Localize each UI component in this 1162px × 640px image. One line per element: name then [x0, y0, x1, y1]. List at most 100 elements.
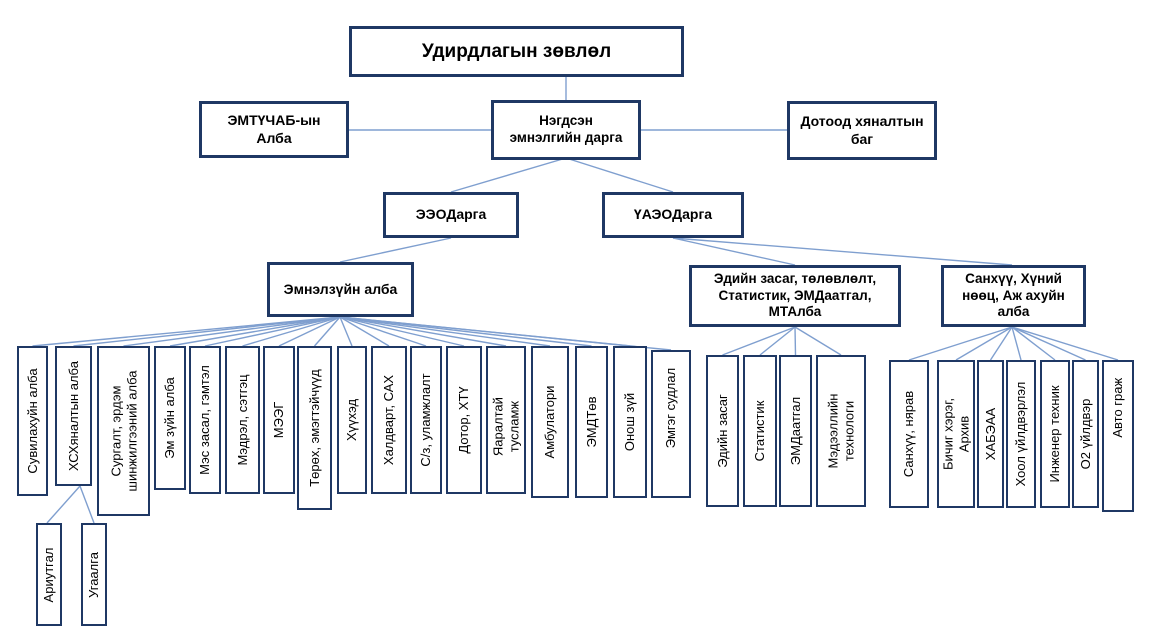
finance-unit: Инженер техник — [1040, 360, 1070, 508]
finance-unit: Авто граж — [1102, 360, 1134, 512]
connector-line — [339, 316, 390, 347]
clinical-unit-label: ЭМДТөв — [583, 396, 599, 448]
clinical-unit-label: Амбулатори — [542, 385, 558, 459]
clinical-unit: МЭЭГ — [263, 346, 295, 494]
council-title: Удирдлагын зөвлөл — [421, 40, 612, 62]
clinical-unit: Халдварт, САХ — [371, 346, 407, 494]
connector-line — [1011, 326, 1056, 361]
council-box: Удирдлагын зөвлөл — [349, 26, 684, 77]
connector-line — [989, 326, 1013, 361]
finance-unit-label: ХАБЭАА — [982, 407, 998, 461]
finance-unit-label: Бичиг хэрэг, Архив — [940, 398, 971, 470]
finance-unit-label: О2 үйлдвэр — [1077, 398, 1093, 470]
connector-line — [722, 326, 796, 356]
clinical-unit-label: Мэдрэл, сэтгэц — [234, 374, 250, 466]
emtuchab-office-label: ЭМТҮЧАБ-ын Алба — [227, 112, 321, 146]
connector-line — [313, 316, 341, 347]
clinical-unit-label: Яаралтай тусламж — [490, 397, 521, 457]
connector-line — [169, 316, 341, 347]
finance-unit-label: Санхүү, нярав — [901, 390, 917, 478]
clinical-unit-label: Онош зүй — [622, 392, 638, 452]
economics-unit-label: Эдийн засаг — [714, 394, 730, 468]
control-subunit-label: Угаалга — [86, 551, 102, 598]
clinical-unit: Мэс засал, гэмтэл — [189, 346, 221, 494]
economics-unit: Мэдээллийн технологи — [816, 355, 866, 507]
clinical-unit-label: Сургалт, эрдэм шинжилгээний алба — [107, 370, 139, 492]
economics-unit-label: ЭМДаатгал — [787, 396, 803, 466]
clinical-unit-label: Халдварт, САХ — [381, 374, 397, 466]
finance-unit-label: Авто граж — [1110, 377, 1126, 438]
economics-unit: Статистик — [743, 355, 777, 507]
economics-unit-label: Статистик — [752, 400, 768, 462]
economics-department-box: Эдийн засаг, төлөвлөлт, Статистик, ЭМДаа… — [689, 265, 901, 327]
connector-line — [339, 316, 465, 347]
internal-control-box: Дотоод хяналтын баг — [787, 101, 937, 160]
connector-line — [123, 316, 341, 347]
finance-unit: ХАБЭАА — [977, 360, 1004, 508]
clinical-unit: Эмгэг судлал — [651, 350, 691, 498]
economics-unit: Эдийн засаг — [706, 355, 739, 507]
connector-line — [339, 316, 507, 347]
connector-line — [339, 316, 353, 347]
connector-line — [278, 316, 341, 347]
connector-line — [1011, 326, 1086, 361]
clinical-unit: Онош зүй — [613, 346, 647, 498]
clinical-unit: Амбулатори — [531, 346, 569, 498]
emtuchab-office-box: ЭМТҮЧАБ-ын Алба — [199, 101, 349, 158]
clinical-unit: Хүүхэд — [337, 346, 367, 494]
clinical-unit: Мэдрэл, сэтгэц — [225, 346, 260, 494]
clinical-unit: С/з, уламжлалт — [410, 346, 442, 494]
economics-unit-label: Мэдээллийн технологи — [825, 393, 856, 469]
clinical-unit-label: Сувилахуйн алба — [24, 368, 40, 474]
deputy-left-label: ЭЭОДарга — [415, 206, 487, 223]
economics-department-label: Эдийн засаг, төлөвлөлт, Статистик, ЭМДаа… — [713, 270, 877, 320]
finance-department-label: Санхүү, Хүний нөөц, Аж ахуйн алба — [962, 270, 1065, 320]
control-subunit: Ариутгал — [36, 523, 62, 626]
finance-unit: Хоол үйлдвэрлэл — [1006, 360, 1036, 508]
control-subunit-label: Ариутгал — [41, 547, 57, 602]
clinical-unit: Яаралтай тусламж — [486, 346, 526, 494]
deputy-right-box: ҮАЭОДарга — [602, 192, 744, 238]
connector-line — [204, 316, 341, 347]
connector-line — [339, 316, 551, 347]
clinical-unit: ЭМДТөв — [575, 346, 608, 498]
connector-line — [73, 316, 341, 347]
connector-line — [242, 316, 341, 347]
internal-control-label: Дотоод хяналтын баг — [800, 113, 924, 147]
clinical-unit-label: Хүүхэд — [344, 398, 360, 442]
clinical-unit-label: Эмгэг судлал — [663, 367, 679, 449]
clinical-unit-label: Дотор, ХТҮ — [456, 386, 472, 454]
connector-line — [339, 316, 672, 351]
deputy-right-label: ҮАЭОДарга — [633, 206, 713, 223]
clinical-department-box: Эмнэлзүйн алба — [267, 262, 414, 317]
clinical-unit: Эм зүйн алба — [154, 346, 186, 490]
connector-line — [955, 326, 1013, 361]
clinical-unit: Сургалт, эрдэм шинжилгээний алба — [97, 346, 150, 516]
clinical-unit-label: МЭЭГ — [271, 401, 287, 439]
clinical-unit: Төрөх, эмэгтэйчүүд — [297, 346, 332, 510]
clinical-unit: ХСХяналтын алба — [55, 346, 92, 486]
clinical-unit: Дотор, ХТҮ — [446, 346, 482, 494]
economics-unit: ЭМДаатгал — [779, 355, 812, 507]
finance-department-box: Санхүү, Хүний нөөц, Аж ахуйн алба — [941, 265, 1086, 327]
control-subunit: Угаалга — [81, 523, 107, 626]
clinical-unit: Сувилахуйн алба — [17, 346, 48, 496]
clinical-unit-label: С/з, уламжлалт — [418, 373, 434, 467]
connector-line — [794, 326, 842, 356]
hospital-director-label: Нэгдсэн эмнэлгийн дарга — [509, 113, 623, 145]
connector-line — [1011, 326, 1119, 361]
finance-unit: Санхүү, нярав — [889, 360, 929, 508]
connector-line — [759, 326, 796, 356]
clinical-unit-label: Мэс засал, гэмтэл — [197, 365, 213, 475]
connector-line — [1011, 326, 1022, 361]
clinical-unit-label: ХСХяналтын алба — [65, 361, 81, 471]
clinical-unit-label: Төрөх, эмэгтэйчүүд — [306, 369, 322, 487]
finance-unit-label: Хоол үйлдвэрлэл — [1013, 381, 1029, 487]
connector-line — [908, 326, 1013, 361]
finance-unit: Бичиг хэрэг, Архив — [937, 360, 975, 508]
connector-line — [339, 316, 427, 347]
connector-line — [794, 326, 797, 356]
deputy-left-box: ЭЭОДарга — [383, 192, 519, 238]
connector-line — [32, 316, 341, 347]
